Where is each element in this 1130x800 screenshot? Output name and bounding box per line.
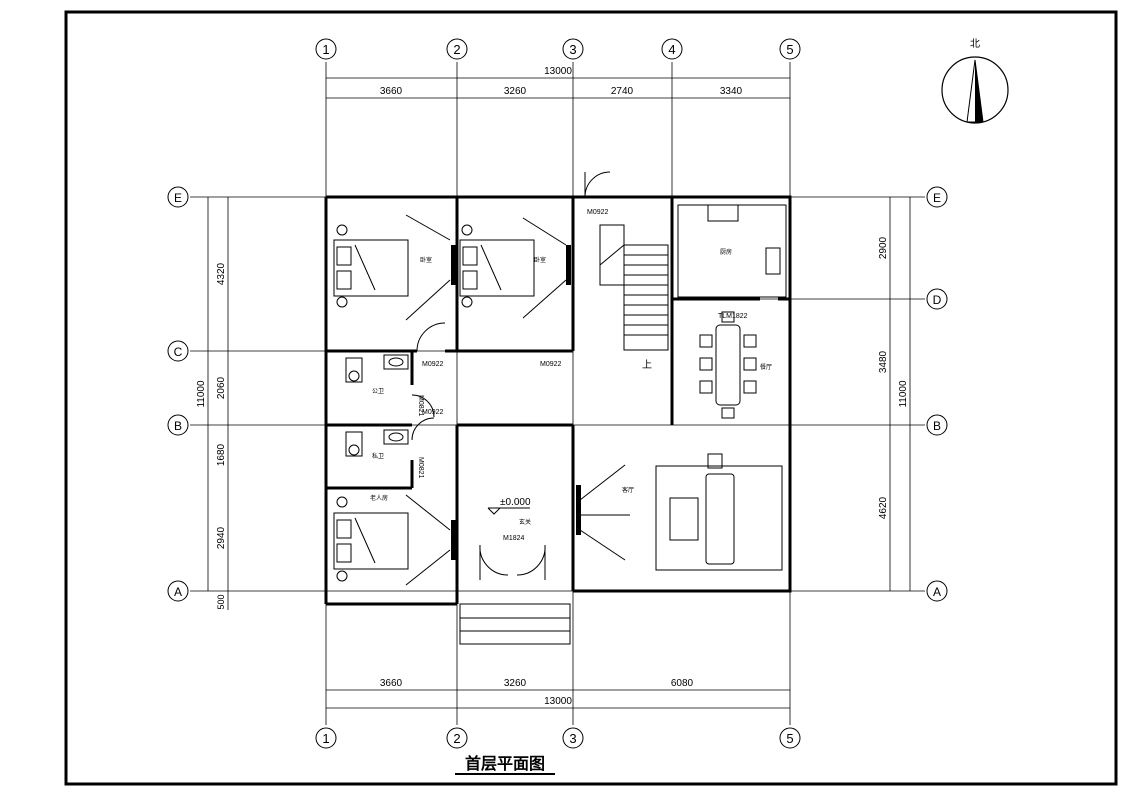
top-dim-4: 3340 <box>720 86 743 97</box>
dining-table <box>699 311 757 419</box>
left-dim-2: 2060 <box>216 376 227 399</box>
bottom-dim-3: 6080 <box>671 678 694 689</box>
kitchen-fixtures <box>677 204 787 298</box>
top-total-dim: 13000 <box>544 66 572 77</box>
staircase <box>599 224 669 351</box>
label-bedroom-2: 卧室 <box>534 256 546 264</box>
tv-cabinet-bed2 <box>566 245 571 285</box>
bed-3-elder <box>333 494 451 586</box>
walls <box>324 195 792 606</box>
axis-grid-lines <box>190 62 925 725</box>
door-code-bed1: M0922 <box>422 361 444 368</box>
door-codes: M0922 M0922 M0922 M0821 M0922 M0821 M182… <box>417 209 748 542</box>
left-dimension-chain: 11000 4320 2060 1680 2940 500 <box>196 197 229 610</box>
bottom-total-dim: 13000 <box>544 696 572 707</box>
north-label: 北 <box>970 38 980 50</box>
room-labels: 卧室 卧室 厨房 餐厅 公卫 私卫 老人房 玄关 客厅 上 <box>370 248 772 526</box>
left-dim-4: 2940 <box>216 526 227 549</box>
axis-left-A: A <box>174 585 182 599</box>
bed-2 <box>459 217 567 319</box>
left-total-dim: 11000 <box>196 380 207 408</box>
public-bath-fixtures <box>345 354 409 383</box>
label-dining: 餐厅 <box>760 363 772 371</box>
label-living: 客厅 <box>622 486 634 494</box>
living-room-furniture <box>655 453 783 571</box>
elevation-mark: ±0.000 <box>487 497 531 515</box>
left-dim-3: 1680 <box>216 443 227 466</box>
axis-right-D: D <box>933 293 942 307</box>
axis-top-4: 4 <box>668 42 675 57</box>
label-bedroom-1: 卧室 <box>420 256 432 264</box>
right-total-dim: 11000 <box>898 380 909 408</box>
axis-bottom-3: 3 <box>569 731 576 746</box>
axis-left-C: C <box>174 345 183 359</box>
top-dim-3: 2740 <box>611 86 634 97</box>
label-kitchen: 厨房 <box>720 248 732 256</box>
bottom-dim-1: 3660 <box>380 678 403 689</box>
label-public-bath: 公卫 <box>372 388 384 395</box>
private-bath-fixtures <box>345 429 409 457</box>
right-dimension-chain: 2900 3480 4620 11000 <box>878 197 911 591</box>
axis-top-3: 3 <box>569 42 576 57</box>
axis-left-B: B <box>174 419 182 433</box>
north-arrow-icon: 北 <box>941 38 1009 124</box>
axis-right-B: B <box>933 419 941 433</box>
axis-top-5: 5 <box>786 42 793 57</box>
left-dim-5: 500 <box>216 594 226 609</box>
bed-1 <box>333 214 451 321</box>
axis-right-E: E <box>933 191 941 205</box>
door-code-privbath: M0821 <box>417 457 424 479</box>
label-private-bath: 私卫 <box>372 452 384 460</box>
axis-bubbles: 1 2 3 4 5 1 2 3 5 E C B A E D B A <box>167 38 948 749</box>
right-dim-1: 2900 <box>878 236 889 259</box>
tv-cabinet-elder <box>451 520 456 560</box>
door-code-dining: TLM1822 <box>718 313 748 320</box>
right-dim-2: 3480 <box>878 350 889 373</box>
axis-bottom-2: 2 <box>453 731 460 746</box>
door-code-hall: M0922 <box>422 409 444 416</box>
top-dimension-chain: 13000 3660 3260 2740 3340 <box>326 66 790 99</box>
elevation-text: ±0.000 <box>500 497 531 508</box>
axis-bottom-1: 1 <box>322 731 329 746</box>
label-elder-room: 老人房 <box>370 494 388 502</box>
drawing-title: 首层平面图 <box>465 754 545 773</box>
label-stair-up: 上 <box>642 359 652 371</box>
label-foyer: 玄关 <box>519 518 531 526</box>
bottom-dim-2: 3260 <box>504 678 527 689</box>
tv-view-lines <box>579 464 626 501</box>
axis-left-E: E <box>174 191 182 205</box>
tv-cabinet-living <box>576 485 581 535</box>
left-dim-1: 4320 <box>216 262 227 285</box>
right-dim-3: 4620 <box>878 496 889 519</box>
door-swings <box>411 171 611 580</box>
top-dim-1: 3660 <box>380 86 403 97</box>
axis-right-A: A <box>933 585 941 599</box>
door-code-bed2: M0922 <box>540 361 562 368</box>
bottom-dimension-chain: 3660 3260 6080 13000 <box>326 678 790 709</box>
tv-cabinet-bed1 <box>451 245 456 285</box>
door-code-pubbath: M0821 <box>417 395 424 417</box>
door-code-entry: M1824 <box>503 535 525 542</box>
axis-top-1: 1 <box>322 42 329 57</box>
drawing-frame <box>64 10 1118 786</box>
door-code-stair: M0922 <box>587 209 609 216</box>
top-dim-2: 3260 <box>504 86 527 97</box>
porch-steps <box>459 603 571 645</box>
axis-bottom-5: 5 <box>786 731 793 746</box>
axis-top-2: 2 <box>453 42 460 57</box>
